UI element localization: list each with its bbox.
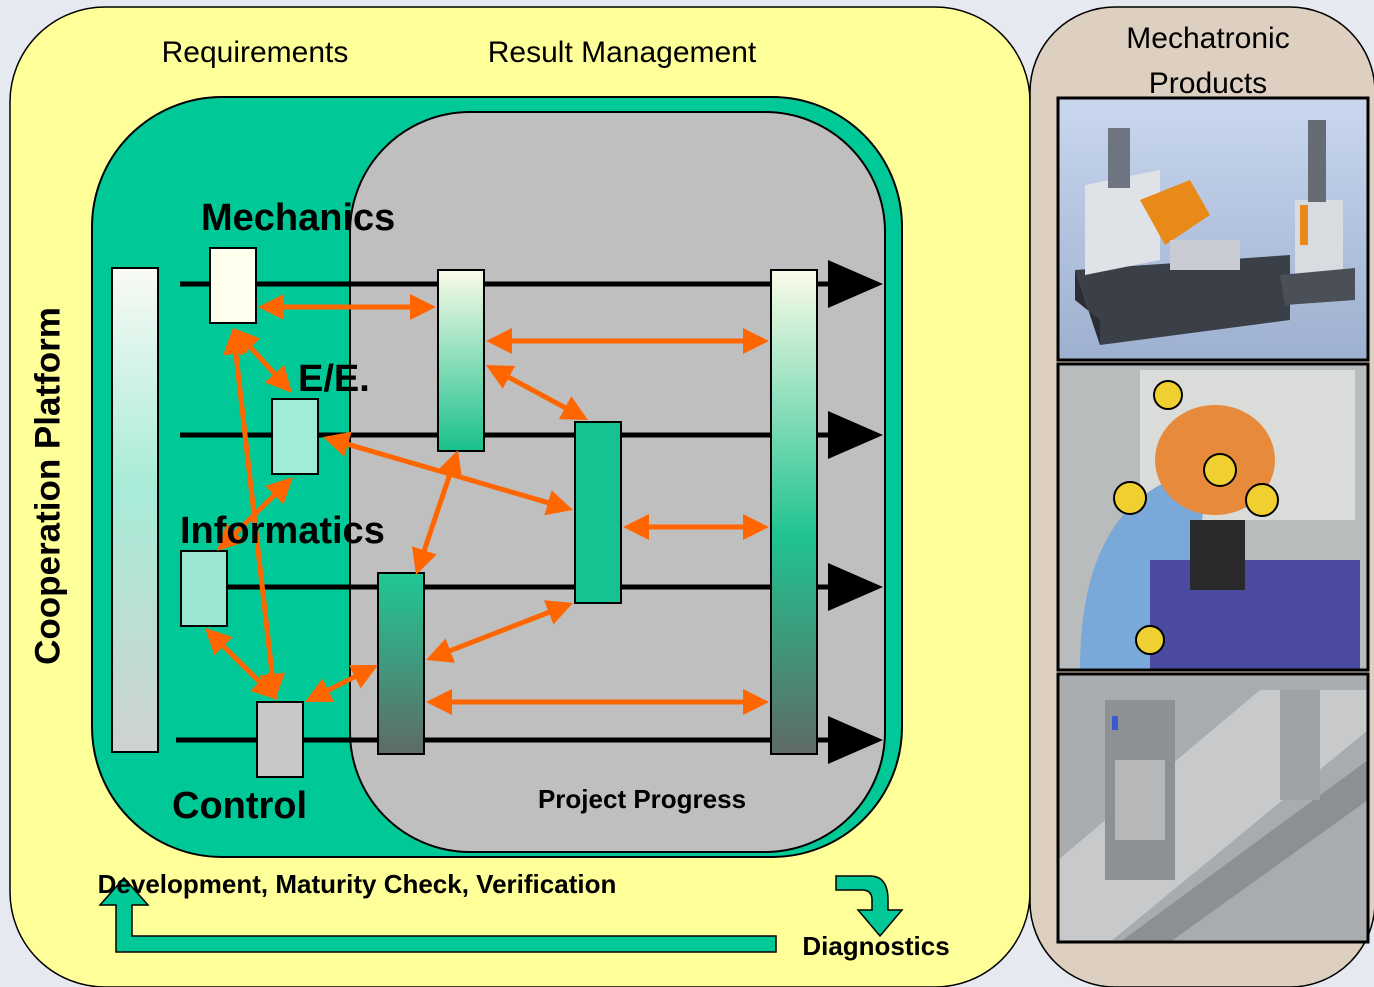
cooperation-platform-bar [111,267,159,753]
photo-frame-3 [1056,672,1370,944]
informatics-label: Informatics [180,510,385,552]
requirements-header: Requirements [162,36,349,69]
timeline-arrowhead [828,716,883,764]
arrowhead-icon [323,431,352,457]
arrowhead-icon [264,365,292,393]
diagnostics-label: Diagnostics [802,931,949,961]
milestone-bar-2 [574,421,622,604]
double-arrow-shaft [446,609,553,654]
curved-down-arrow-icon [835,875,904,938]
products-header-line1: Mechatronic [1126,22,1289,55]
diagnostics-feedback-arrow [98,876,777,953]
arrowhead-icon [544,600,573,625]
informatics-block [180,550,228,627]
arrowhead-icon [426,638,455,663]
products-header-line2: Products [1149,67,1267,100]
arrowhead-icon [348,665,378,689]
arrowhead-icon [265,477,293,505]
timeline-arrowhead [828,563,883,611]
cooperation-platform-label: Cooperation Platform [29,307,68,665]
final-integration-bar [770,269,818,755]
control-block [256,701,304,778]
arrowhead-icon [558,396,588,420]
double-arrow-shaft [219,642,264,686]
arrowhead-icon [305,678,335,702]
interaction-arrows [205,294,769,715]
machine-tool-photo [1058,98,1368,360]
arrowhead-icon [486,328,512,354]
arrowhead-icon [217,523,245,551]
photo-frame-1 [1056,96,1370,362]
arrowhead-icon [410,294,436,320]
double-arrow-shaft [421,471,453,554]
double-arrow-shaft [505,373,569,412]
mechanics-block [209,247,257,324]
timeline-arrowhead [828,411,883,459]
arrowhead-icon [544,490,573,516]
arrowhead-icon [743,514,769,540]
arrowhead-icon [258,294,284,320]
control-label: Control [172,785,307,827]
development-cycle [98,875,904,953]
ee-label: E/E. [298,358,370,400]
development-verification-label: Development, Maturity Check, Verificatio… [98,869,617,899]
product-photo-strip [1058,98,1368,942]
arrowhead-icon [411,546,437,575]
arrowhead-icon [743,689,769,715]
linear-axis-cad-photo [1058,674,1368,942]
double-arrow-shaft [324,673,359,694]
project-progress-label: Project Progress [538,784,746,814]
double-arrow-shaft [246,343,279,378]
arrowhead-icon [743,328,769,354]
ee-block [271,398,319,475]
milestone-bar-3 [377,572,425,755]
photo-frame-2 [1056,362,1370,672]
double-arrow-shaft [233,350,275,678]
result-management-header: Result Management [488,36,757,69]
arrowhead-icon [426,689,452,715]
arrowhead-icon [250,672,278,700]
crash-test-dummy-photo [1058,364,1368,670]
arrowhead-icon [486,365,516,389]
arrowhead-icon [437,450,463,479]
arrowhead-icon [623,514,649,540]
timeline-arrowhead [828,260,883,308]
arrowhead-icon [222,328,249,356]
mechanics-label: Mechanics [201,197,395,239]
arrowhead-icon [205,628,233,656]
milestone-bar-1 [437,269,485,452]
